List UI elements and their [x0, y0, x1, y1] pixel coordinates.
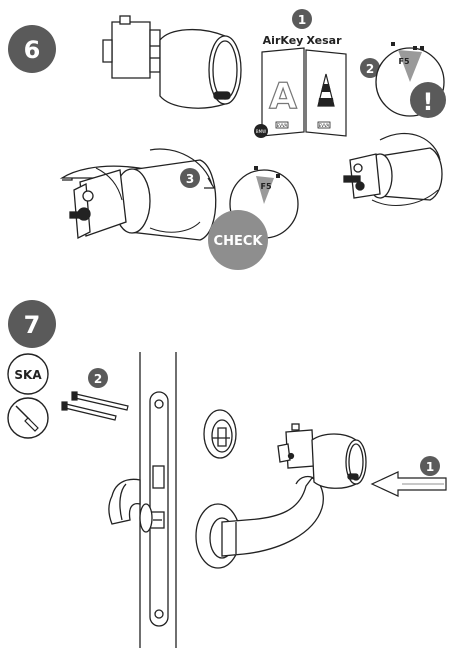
screwdriver-badge: [7, 397, 49, 439]
ska-badge: SKA: [7, 353, 49, 395]
step-7-sub-2-badge: 2: [88, 368, 108, 388]
step-6-sub-2-number: 2: [366, 62, 374, 76]
screws: [61, 391, 129, 421]
escutcheon-rosette: [203, 409, 237, 459]
step-6-section: 6 1 AirKey A: [8, 9, 446, 270]
airkey-card: AirKey A BMW EVVA: [254, 34, 305, 138]
warning-badge: !: [410, 82, 446, 118]
rotation-dial-top: F5: [375, 42, 445, 117]
xesar-brand: EVVA: [319, 123, 330, 128]
dial-middle-value: F5: [260, 182, 271, 191]
step-6-sub-3-number: 3: [186, 172, 194, 186]
airkey-bmw-text: BMW: [256, 129, 266, 134]
airkey-label: AirKey: [263, 34, 304, 47]
xesar-card: Xesar EVVA: [305, 34, 347, 137]
step-6-sub-1-number: 1: [298, 13, 306, 27]
step-7-number: 7: [24, 311, 41, 339]
screwdriver-icon: [15, 405, 39, 432]
door-edge: [139, 352, 177, 648]
step-6-sub-1-badge: 1: [292, 9, 312, 29]
step-6-sub-2-badge: 2: [360, 58, 380, 78]
lock-cylinder-top: [102, 15, 242, 109]
step-7-sub-2-number: 2: [94, 372, 102, 386]
lock-cylinder-insert: [277, 423, 367, 489]
ska-text: SKA: [14, 368, 42, 382]
step-7-section: 7 SKA 2: [7, 300, 447, 648]
step-6-sub-3-badge: 3: [180, 168, 200, 188]
xesar-label: Xesar: [306, 34, 342, 47]
lock-icon: [254, 166, 280, 178]
check-badge: CHECK: [208, 210, 268, 270]
airkey-brand: EVVA: [277, 123, 288, 128]
check-text: CHECK: [214, 234, 264, 249]
xesar-cone-icon: [317, 73, 335, 107]
lever-handle-right: [195, 475, 324, 569]
airkey-evva-logo: EVVA: [275, 121, 289, 129]
dial-top-value: F5: [398, 57, 409, 66]
insert-arrow: [370, 471, 447, 497]
airkey-letter: A: [269, 76, 297, 117]
lock-icon: [391, 42, 424, 50]
lock-assembly-right: [343, 132, 443, 206]
step-6-badge: 6: [8, 25, 56, 73]
airkey-bmw-badge: BMW: [254, 124, 268, 138]
step-7-sub-1-badge: 1: [420, 456, 440, 476]
step-7-badge: 7: [8, 300, 56, 348]
lock-assembly-left: [59, 148, 217, 241]
xesar-evva-logo: EVVA: [317, 121, 331, 129]
step-7-sub-1-number: 1: [426, 460, 434, 474]
lever-handle-left: [108, 478, 153, 533]
warning-text: !: [423, 88, 434, 116]
step-6-number: 6: [24, 36, 41, 64]
